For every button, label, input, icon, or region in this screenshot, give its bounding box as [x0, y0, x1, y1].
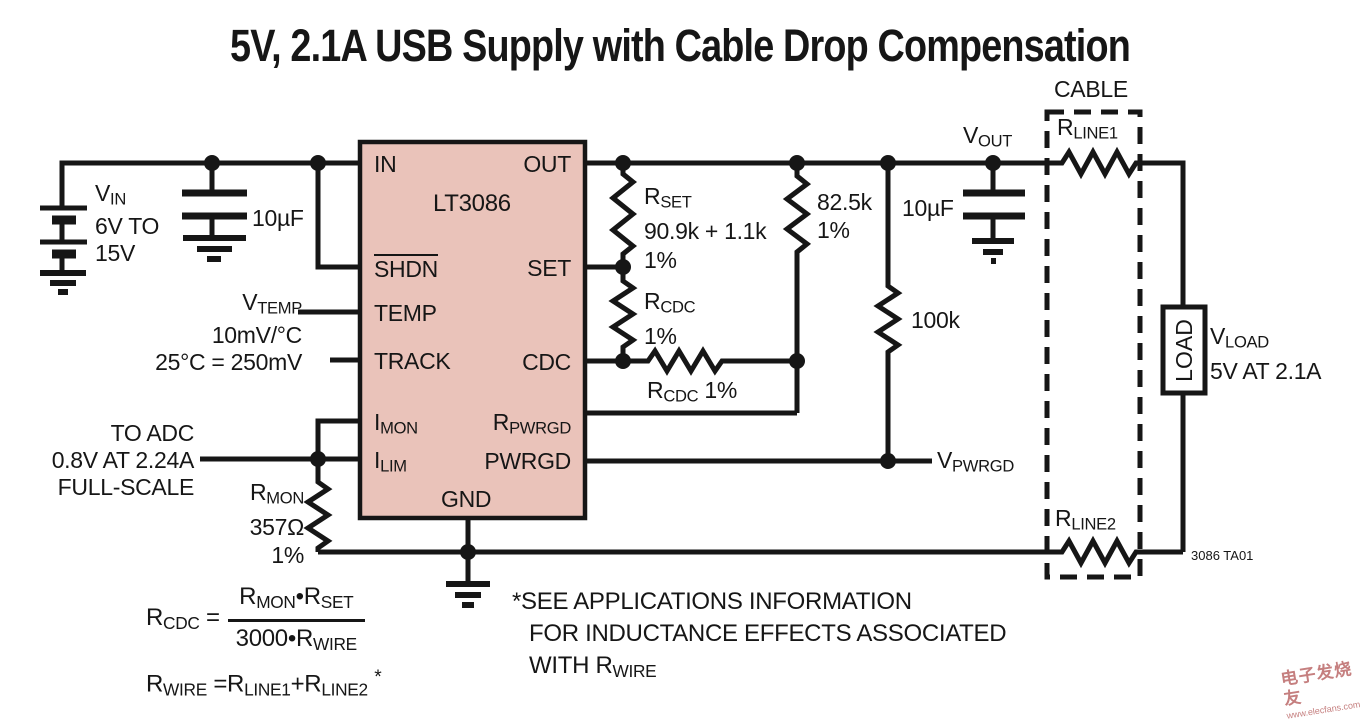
wire-shdn	[315, 163, 360, 270]
rline2-label: RLINE2	[1055, 505, 1116, 534]
rline1-label: RLINE1	[1057, 114, 1118, 143]
applications-note: *SEE APPLICATIONS INFORMATION FOR INDUCT…	[512, 588, 1007, 681]
grounds	[40, 235, 1014, 608]
pin-label-gnd: GND	[441, 486, 492, 512]
cap-output-plates	[963, 189, 1025, 220]
pin-label-out: OUT	[523, 151, 571, 177]
wire-bottom-rail	[318, 535, 1183, 569]
pin-label-rpwrgd: RPWRGD	[492, 409, 572, 438]
pin-label-temp: TEMP	[374, 300, 437, 326]
pin-label-imon: IMON	[374, 409, 418, 438]
capacitors	[182, 189, 1025, 220]
ground-main	[446, 581, 490, 608]
rcdc-horizontal-label: RCDC 1%	[647, 377, 738, 406]
output-cap-label: 10µF	[902, 195, 954, 221]
wire-in	[59, 160, 360, 208]
wires	[59, 146, 1186, 584]
wire-rpwrgd	[585, 361, 800, 416]
figure-number: 3086 TA01	[1191, 548, 1254, 563]
load-box	[1160, 304, 1208, 396]
input-cap-label: 10µF	[252, 205, 304, 231]
formula-rwire: RWIRE =RLINE1+RLINE2 *	[146, 667, 382, 700]
adc-label: TO ADC 0.8V AT 2.24A FULL-SCALE	[51, 420, 195, 500]
ic-part-number: LT3086	[433, 190, 511, 217]
ground-battery	[40, 270, 86, 295]
formula-rcdc: RCDC = RMON•RSET 3000•RWIRE	[146, 583, 365, 658]
ground-cap-output	[972, 238, 1014, 264]
pin-label-in: IN	[374, 151, 397, 177]
resistor-rcdc-horizontal	[623, 346, 797, 376]
pin-label-ilim: ILIM	[374, 447, 407, 476]
cable-label: CABLE	[1054, 76, 1128, 102]
vtemp-label: VTEMP 10mV/°C 25°C = 250mV	[155, 289, 302, 375]
resistor-rcdc-vertical	[608, 267, 638, 361]
r82k-label: 82.5k 1%	[817, 189, 872, 243]
vload-label: VLOAD 5V AT 2.1A	[1210, 323, 1322, 384]
resistor-82k	[782, 163, 812, 361]
vpwrgd-label: VPWRGD	[937, 447, 1014, 476]
pin-label-cdc: CDC	[522, 349, 571, 375]
pin-label-track: TRACK	[374, 348, 451, 374]
pin-label-pwrgd: PWRGD	[484, 448, 571, 474]
vout-label: VOUT	[963, 122, 1013, 151]
junction-dots	[204, 155, 1001, 560]
resistor-rmon	[303, 459, 333, 552]
battery-vin	[40, 205, 87, 259]
pin-label-set: SET	[527, 255, 571, 281]
cable-box	[1044, 109, 1143, 580]
wire-out-rail	[585, 146, 1186, 307]
rset-label: RSET 90.9k + 1.1k 1%	[644, 183, 767, 273]
cap-input-plates	[182, 189, 247, 220]
resistor-rset	[608, 163, 638, 267]
vin-label: VIN 6V TO 15V	[95, 180, 160, 266]
resistors	[303, 163, 903, 552]
resistor-100k	[873, 163, 903, 461]
page-title: 5V, 2.1A USB Supply with Cable Drop Comp…	[230, 20, 1131, 71]
pin-label-shdn: SHDN	[374, 254, 438, 282]
load-box-label: LOAD	[1170, 318, 1197, 382]
ic-body	[357, 139, 588, 521]
ground-cap-input	[183, 235, 246, 262]
rcdc-vertical-label: RCDC 1%	[644, 288, 696, 349]
rmon-label: RMON 357Ω 1%	[249, 479, 305, 568]
r100k-label: 100k	[911, 307, 960, 333]
wire-imon	[315, 418, 360, 459]
